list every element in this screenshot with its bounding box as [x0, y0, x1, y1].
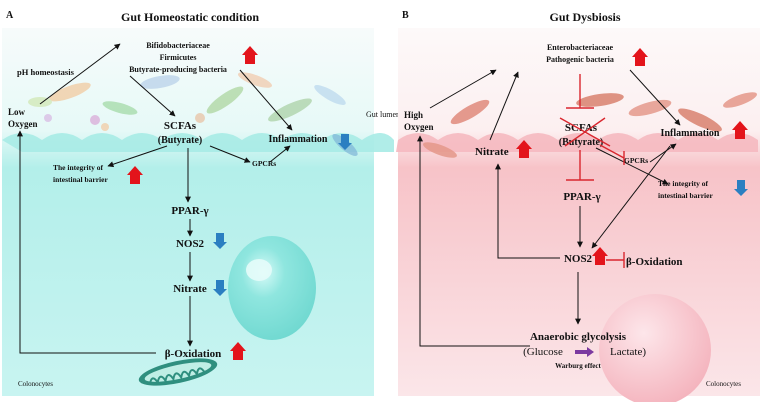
- barrier-line-1-b: The integrity of: [658, 179, 708, 188]
- barrier-line-2-b: intestinal barrier: [658, 191, 713, 200]
- panel-b-letter: B: [402, 10, 409, 21]
- barrier-line-1-a: The integrity of: [53, 163, 103, 172]
- bacteria-label-1: Bifidobacteriaceae: [146, 41, 210, 50]
- warburg-effect-label: Warburg effect: [555, 362, 601, 370]
- pparg-label-a: PPAR-γ: [171, 205, 208, 217]
- mitochondrion-illustration: [138, 358, 218, 386]
- glycolysis-title: Anaerobic glycolysis: [530, 331, 627, 343]
- panel-b-villi: [396, 133, 758, 152]
- panel-a-connectors: [17, 43, 293, 354]
- bacteria-label-3: Butyrate-producing bacteria: [129, 65, 227, 74]
- boxidation-label-a: β-Oxidation: [165, 348, 222, 360]
- butyrate-label-b: (Butyrate): [559, 137, 603, 148]
- ph-homeostasis-label: pH homeostasis: [17, 67, 75, 77]
- nos2-label-b: NOS2: [564, 253, 593, 265]
- panel-b-bacteria-label-1: Enterobacteriaceae: [547, 43, 613, 52]
- gut-lumen-label: Gut lumen: [366, 110, 400, 119]
- pparg-label-b: PPAR-γ: [563, 191, 600, 203]
- boxidation-label-b: β-Oxidation: [626, 256, 683, 268]
- low-oxygen-line-2: Oxygen: [8, 119, 38, 129]
- inflammation-label-a: Inflammation: [269, 134, 328, 145]
- bacteria-label-2: Firmicutes: [160, 53, 197, 62]
- panel-a-letter: A: [6, 10, 14, 21]
- butyrate-label: (Butyrate): [158, 135, 202, 146]
- panel-b-nucleus: [599, 294, 711, 402]
- panel-a: A Gut Homeostatic condition Bifidobacter…: [2, 10, 394, 396]
- nos2-label-a: NOS2: [176, 238, 205, 250]
- panel-a-title: Gut Homeostatic condition: [121, 10, 259, 24]
- low-oxygen-line-1: Low: [8, 107, 26, 117]
- glycolysis-glucose: (Glucose: [523, 346, 563, 358]
- panel-b-title: Gut Dysbiosis: [549, 10, 620, 24]
- panel-a-villi: [2, 133, 394, 152]
- panel-b-inhibition-lines: [559, 74, 625, 268]
- nitrate-label-a: Nitrate: [173, 283, 207, 295]
- high-oxygen-line-2: Oxygen: [404, 122, 434, 132]
- inflammation-label-b: Inflammation: [661, 128, 720, 139]
- high-oxygen-line-1: High: [404, 110, 423, 120]
- colonocytes-label-b: Colonocytes: [706, 380, 741, 388]
- barrier-line-2-a: intestinal barrier: [53, 175, 108, 184]
- glycolysis-lactate: Lactate): [610, 346, 646, 358]
- colonocytes-label-a: Colonocytes: [18, 380, 53, 388]
- gpcrs-label-a: GPCRs: [252, 159, 276, 168]
- panel-b-connectors: [417, 69, 681, 347]
- scfas-label: SCFAs: [164, 120, 197, 132]
- panel-b: B Gut Dysbiosis Enterobacteriaceae Patho…: [396, 10, 760, 402]
- nitrate-label-b: Nitrate: [475, 146, 509, 158]
- warburg-arrow: [575, 347, 594, 357]
- gpcrs-label-b: GPCRs: [624, 156, 648, 165]
- panel-b-bacteria-label-2: Pathogenic bacteria: [546, 55, 614, 64]
- panel-a-nucleus: [228, 236, 316, 340]
